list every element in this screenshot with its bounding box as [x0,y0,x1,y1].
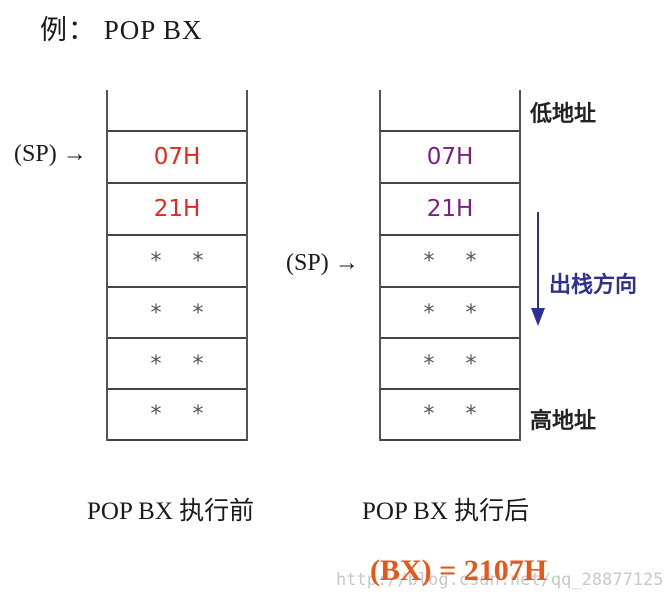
stack-cell: * * [381,388,519,441]
stack-cell: 21H [381,182,519,234]
right-arrow-icon: → [62,141,87,167]
stack-cell [381,88,519,129]
sp-pointer-before: (SP) → [14,141,87,168]
stack-cell: * * [108,388,246,441]
low-address-label: 低地址 [530,102,597,127]
stack-cell: * * [108,286,246,338]
stack-cell: * * [381,337,519,389]
sp-label: (SP) [286,250,329,276]
high-address-label: 高地址 [530,409,597,434]
stack-cell: * * [108,337,246,389]
caption-after: POP BX 执行后 [362,498,530,525]
stack-before: 07H 21H * * * * * * * * [106,90,248,441]
watermark: http://blog.csdn.net/qq_28877125 [336,570,664,590]
stack-cell: * * [381,286,519,338]
stack-cell: * * [108,234,246,286]
caption-before: POP BX 执行前 [87,498,255,525]
stack-cell: 07H [108,130,246,182]
stack-cell: 07H [381,130,519,182]
example-title: 例： POP BX [40,15,203,45]
sp-pointer-after: (SP) → [286,250,359,277]
right-arrow-icon: → [334,250,359,276]
stack-after: 07H 21H * * * * * * * * [379,90,521,441]
pop-direction-label: 出栈方向 [549,273,638,298]
stack-cell: * * [381,234,519,286]
stack-cell: 21H [108,182,246,234]
sp-label: (SP) [14,141,57,167]
down-arrow-icon [531,212,545,326]
result-text: (BX) = 2107H [370,554,548,587]
stack-cell [108,88,246,129]
